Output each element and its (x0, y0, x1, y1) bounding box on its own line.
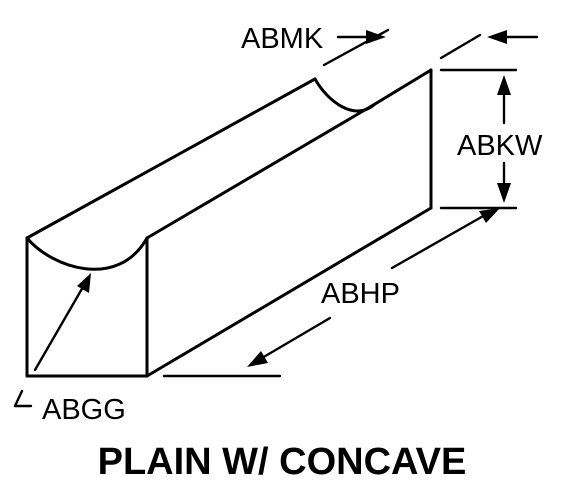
top-left-edge (25, 77, 317, 240)
abhp-leader-upper (390, 213, 487, 270)
abkw-dimension: ABKW (439, 68, 543, 210)
abmk-dimension: ABMK (241, 23, 539, 67)
abgg-corner-tick (13, 389, 33, 408)
front-concave-curve (25, 236, 149, 271)
abkw-arrowhead-top (497, 75, 511, 95)
abgg-dimension: ABGG (13, 273, 126, 426)
abgg-radius-leader (33, 285, 85, 372)
abmk-arrowhead-right (487, 30, 507, 44)
bottom-edge (145, 206, 433, 378)
abkw-arrowhead-bottom (497, 183, 511, 203)
bar-outline (25, 68, 433, 378)
abkw-label: ABKW (457, 130, 543, 162)
abgg-arrowhead (77, 273, 91, 293)
back-concave-curve (313, 77, 377, 113)
abmk-arrowhead-left (366, 30, 386, 44)
abgg-label: ABGG (42, 394, 126, 426)
abmk-extension-line-right (439, 33, 482, 60)
top-right-edge (145, 68, 433, 240)
diagram-caption: PLAIN W/ CONCAVE (98, 441, 467, 483)
abhp-dimension: ABHP (162, 208, 500, 378)
abhp-label: ABHP (321, 278, 400, 310)
abhp-arrowhead-upper (479, 208, 500, 223)
abhp-arrowhead-lower (247, 351, 268, 367)
abhp-leader-lower (260, 316, 332, 360)
abmk-label: ABMK (241, 23, 324, 55)
